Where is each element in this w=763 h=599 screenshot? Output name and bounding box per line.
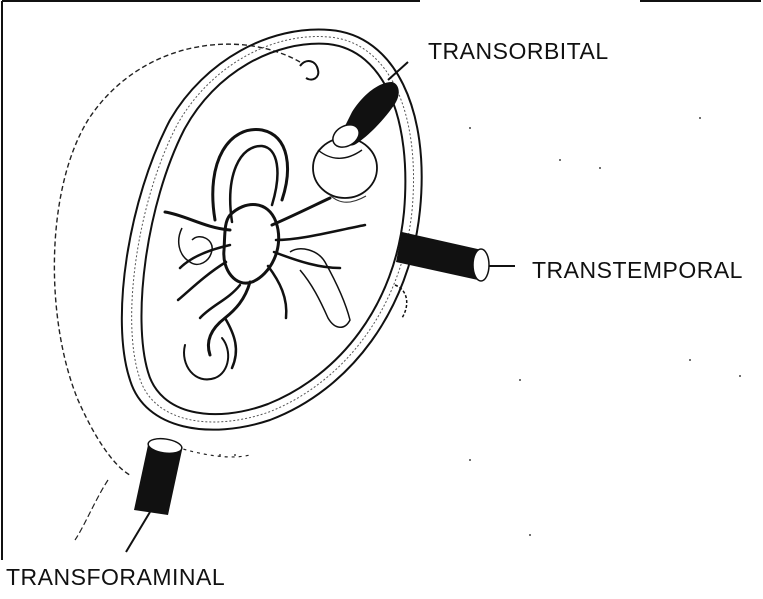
label-transforaminal: TRANSFORAMINAL (6, 566, 225, 589)
dotted-marks (219, 117, 741, 536)
transforaminal-probe (126, 437, 183, 552)
circle-of-willis (165, 130, 365, 380)
label-transorbital: TRANSORBITAL (428, 40, 609, 63)
transorbital-probe (329, 62, 408, 152)
transtemporal-probe (396, 232, 515, 281)
label-transtemporal: TRANSTEMPORAL (532, 259, 743, 282)
orbital-notch (300, 61, 318, 80)
neck-outline (75, 480, 108, 540)
